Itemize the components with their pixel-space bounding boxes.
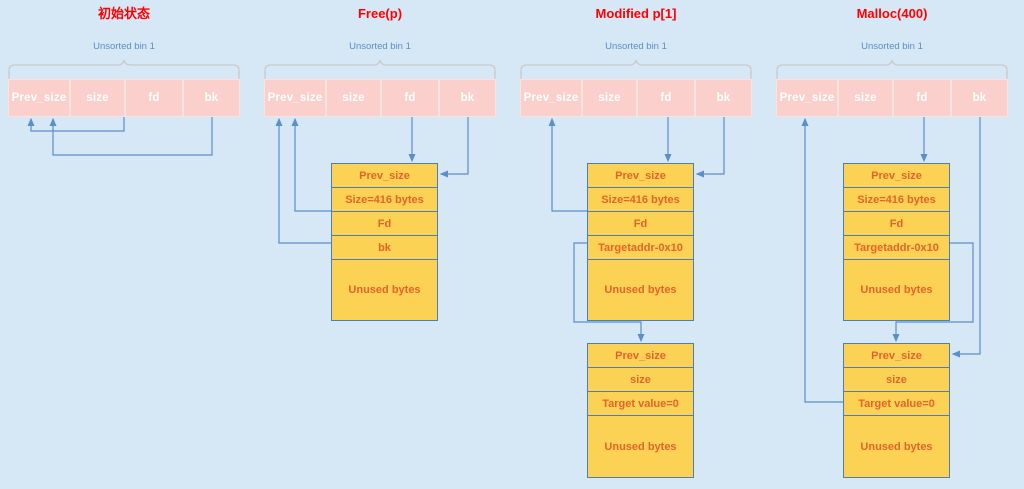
- chunk-row-size[interactable]: Size=416 bytes: [844, 188, 949, 212]
- bin-label-1: Unsorted bin 1: [93, 41, 155, 52]
- chunk-row-prev-size[interactable]: Prev_size: [588, 344, 693, 368]
- bin-brace-4: [776, 59, 1008, 79]
- wire-c4-bk-to-box2: [951, 117, 981, 358]
- bin-cell-prev-size[interactable]: Prev_size: [264, 79, 326, 117]
- column-title-2: Free(p): [357, 6, 403, 21]
- bin-cell-fd[interactable]: fd: [893, 79, 951, 117]
- unsorted-bin-table-3: Prev_size size fd bk: [520, 79, 752, 117]
- chunk-row-unused-bytes[interactable]: Unused bytes: [348, 284, 421, 296]
- bin-cell-size[interactable]: size: [838, 79, 893, 117]
- bin-cell-bk[interactable]: bk: [183, 79, 240, 117]
- chunk-box-target: Prev_size size Target value=0 Unused byt…: [587, 343, 694, 478]
- wire-c2-bk-to-chunk: [439, 117, 469, 178]
- wire-c1-bk: [49, 117, 213, 156]
- chunk-box-free-p: Prev_size Size=416 bytes Fd bk Unused by…: [331, 163, 438, 321]
- chunk-row-targetaddr[interactable]: Targetaddr-0x10: [588, 236, 693, 260]
- chunk-row-fd[interactable]: Fd: [588, 212, 693, 236]
- wire-c1-fd: [27, 117, 125, 132]
- chunk-box-modified-fake: Prev_size Size=416 bytes Fd Targetaddr-0…: [587, 163, 694, 321]
- chunk-row-target-value[interactable]: Target value=0: [588, 392, 693, 416]
- wire-c2-chunk-fd: [291, 117, 331, 212]
- bin-label-3: Unsorted bin 1: [605, 41, 667, 52]
- bin-cell-fd[interactable]: fd: [637, 79, 695, 117]
- unsorted-bin-table-1: Prev_size size fd bk: [8, 79, 240, 117]
- bin-cell-prev-size[interactable]: Prev_size: [520, 79, 582, 117]
- chunk-row-targetaddr[interactable]: Targetaddr-0x10: [844, 236, 949, 260]
- chunk-row-prev-size[interactable]: Prev_size: [332, 164, 437, 188]
- chunk-box-target: Prev_size size Target value=0 Unused byt…: [843, 343, 950, 478]
- chunk-row-prev-size[interactable]: Prev_size: [588, 164, 693, 188]
- wire-c3-bk-to-chunk: [695, 117, 725, 178]
- bin-brace-1: [8, 59, 240, 79]
- chunk-row-fd[interactable]: Fd: [844, 212, 949, 236]
- wire-c4-targetvalue-to-bin: [801, 117, 843, 403]
- unsorted-bin-table-2: Prev_size size fd bk: [264, 79, 496, 117]
- bin-cell-size[interactable]: size: [582, 79, 637, 117]
- chunk-row-unused-bytes[interactable]: Unused bytes: [860, 284, 933, 296]
- chunk-row-prev-size[interactable]: Prev_size: [844, 164, 949, 188]
- chunk-row-bk[interactable]: bk: [332, 236, 437, 260]
- chunk-row-size[interactable]: size: [844, 368, 949, 392]
- column-title-4: Malloc(400): [856, 6, 928, 21]
- chunk-row-prev-size[interactable]: Prev_size: [844, 344, 949, 368]
- wire-c2-chunk-bk: [275, 117, 331, 244]
- chunk-row-unused-bytes[interactable]: Unused bytes: [604, 284, 677, 296]
- bin-cell-fd[interactable]: fd: [125, 79, 183, 117]
- bin-cell-prev-size[interactable]: Prev_size: [8, 79, 70, 117]
- bin-cell-bk[interactable]: bk: [951, 79, 1008, 117]
- chunk-row-target-value[interactable]: Target value=0: [844, 392, 949, 416]
- bin-cell-size[interactable]: size: [70, 79, 125, 117]
- chunk-row-fd[interactable]: Fd: [332, 212, 437, 236]
- chunk-row-size[interactable]: Size=416 bytes: [332, 188, 437, 212]
- bin-cell-bk[interactable]: bk: [439, 79, 496, 117]
- chunk-row-size[interactable]: size: [588, 368, 693, 392]
- bin-label-4: Unsorted bin 1: [861, 41, 923, 52]
- unsorted-bin-table-4: Prev_size size fd bk: [776, 79, 1008, 117]
- chunk-row-unused-bytes[interactable]: Unused bytes: [604, 440, 677, 453]
- bin-brace-2: [264, 59, 496, 79]
- wire-c3-chunk-fd: [548, 117, 587, 212]
- chunk-box-malloc-fake: Prev_size Size=416 bytes Fd Targetaddr-0…: [843, 163, 950, 321]
- bin-label-2: Unsorted bin 1: [349, 41, 411, 52]
- bin-cell-fd[interactable]: fd: [381, 79, 439, 117]
- bin-cell-bk[interactable]: bk: [695, 79, 752, 117]
- bin-brace-3: [520, 59, 752, 79]
- bin-cell-prev-size[interactable]: Prev_size: [776, 79, 838, 117]
- bin-cell-size[interactable]: size: [326, 79, 381, 117]
- chunk-row-unused-bytes[interactable]: Unused bytes: [860, 440, 933, 453]
- column-title-1: 初始状态: [97, 6, 150, 21]
- bin-brace-group: [8, 59, 1008, 79]
- chunk-row-size[interactable]: Size=416 bytes: [588, 188, 693, 212]
- column-title-3: Modified p[1]: [595, 6, 677, 21]
